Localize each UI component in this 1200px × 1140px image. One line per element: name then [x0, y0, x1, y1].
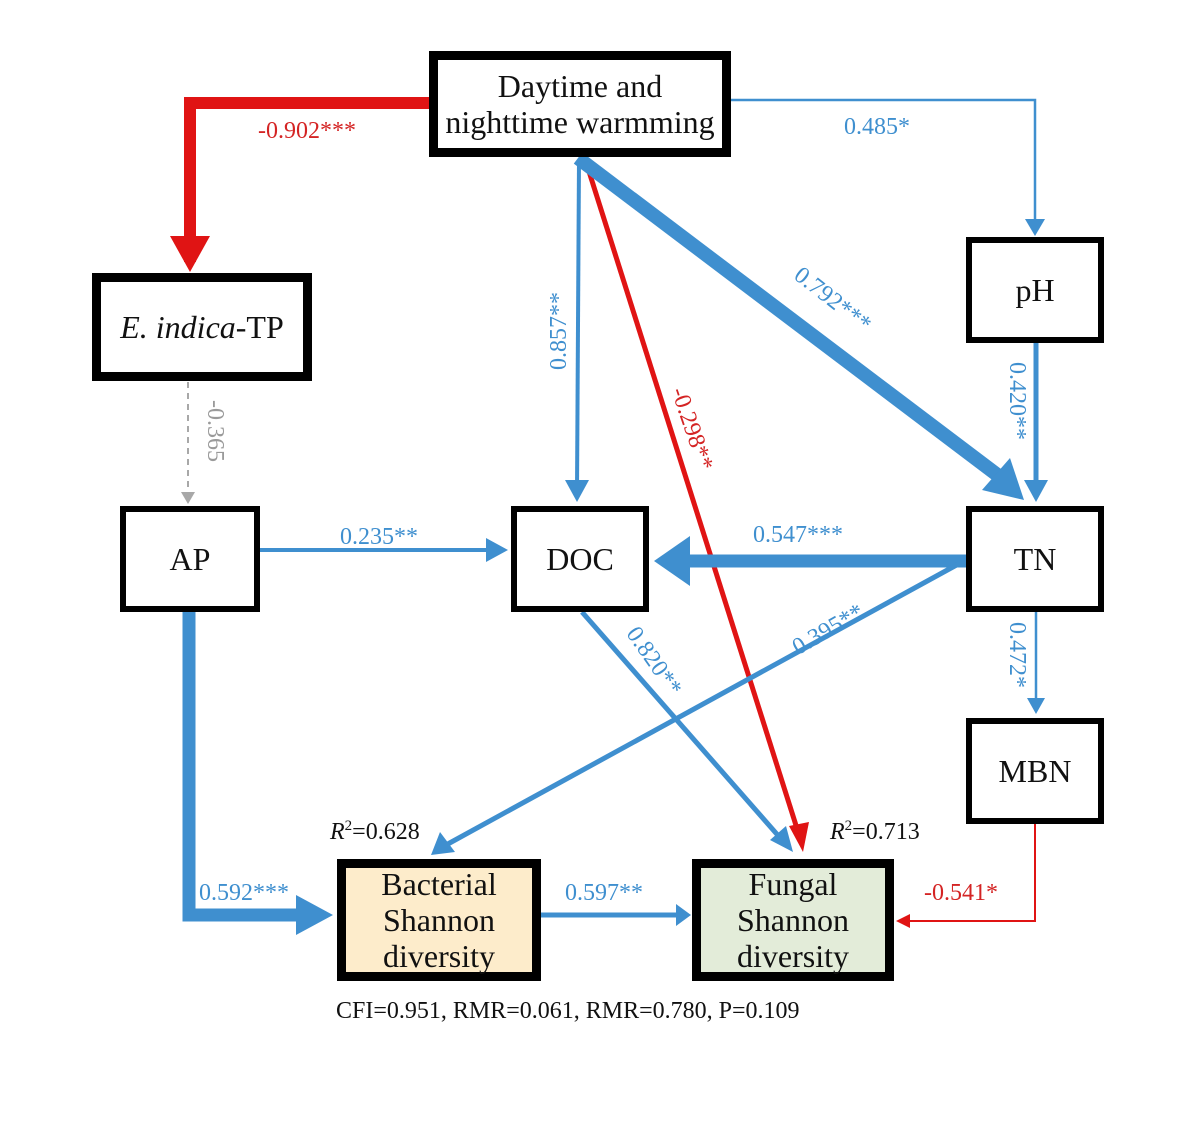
- arrowhead-ap-bacterial: [296, 895, 333, 935]
- node-warming-line-1: Daytime and: [497, 68, 663, 104]
- coef-tn-mbn: 0.472*: [1004, 622, 1030, 688]
- edge-mbn-fungal: [908, 824, 1036, 922]
- node-tn-label: TN: [1013, 541, 1057, 577]
- edge-warming-ph: [731, 98, 1037, 226]
- edge-ap-bacterial: [182, 612, 300, 922]
- node-fungal-line-1: Fungal: [748, 866, 838, 902]
- arrowhead-bacterial-fungal: [676, 904, 691, 926]
- node-doc: DOC: [511, 506, 649, 612]
- arrowhead-tn-mbn: [1027, 698, 1045, 714]
- node-ph-label: pH: [1015, 272, 1055, 308]
- r-symbol: R: [330, 819, 345, 845]
- arrowhead-tn-bacterial: [431, 832, 455, 855]
- coef-ap-bacterial: 0.592***: [199, 880, 289, 906]
- node-eindica-suffix: -TP: [235, 309, 284, 345]
- node-tn: TN: [966, 506, 1104, 612]
- r-value: =0.713: [852, 819, 920, 845]
- node-ph: pH: [966, 237, 1104, 343]
- arrowhead-tn-doc: [654, 536, 690, 586]
- r-symbol: R: [830, 819, 845, 845]
- r-sup: 2: [844, 818, 853, 834]
- arrowhead-ap-doc: [486, 538, 508, 562]
- arrowhead-mbn-fungal: [896, 914, 910, 928]
- r-value: =0.628: [352, 819, 420, 845]
- node-ap: AP: [120, 506, 260, 612]
- coef-bacterial-fungal: 0.597**: [565, 880, 643, 906]
- coef-warming-ph: 0.485*: [844, 114, 910, 140]
- model-fit-statistics: CFI=0.951, RMR=0.061, RMR=0.780, P=0.109: [336, 998, 800, 1024]
- node-bacterial-line-1: Bacterial: [381, 866, 497, 902]
- arrowhead-warming-fungal: [789, 822, 809, 852]
- node-eindica-tp: E. indica-TP: [92, 273, 312, 381]
- coef-eindica-ap: -0.365: [202, 400, 228, 462]
- node-eindica-italic: E. indica: [120, 309, 236, 345]
- coef-mbn-fungal: -0.541*: [924, 880, 998, 906]
- node-warming: Daytime and nighttime warmming: [429, 51, 731, 157]
- coef-ph-tn: 0.420**: [1004, 362, 1030, 440]
- edge-warming-doc: [575, 159, 581, 491]
- node-bacterial-shannon: Bacterial Shannon diversity: [337, 859, 541, 981]
- node-doc-label: DOC: [546, 541, 614, 577]
- node-mbn-label: MBN: [998, 753, 1072, 789]
- node-fungal-line-2: Shannon: [737, 902, 849, 938]
- node-bacterial-line-3: diversity: [383, 938, 495, 974]
- node-ap-label: AP: [169, 541, 211, 577]
- edge-warming-eindica: [184, 97, 432, 262]
- arrowhead-doc-fungal: [770, 826, 793, 852]
- node-fungal-shannon: Fungal Shannon diversity: [692, 859, 894, 981]
- coef-warming-doc: 0.857**: [546, 292, 572, 370]
- coef-tn-doc: 0.547***: [753, 522, 843, 548]
- arrowhead-warming-ph: [1025, 219, 1045, 236]
- node-mbn: MBN: [966, 718, 1104, 824]
- arrowhead-warming-tn: [982, 458, 1024, 500]
- r-sup: 2: [344, 818, 353, 834]
- edge-warming-fungal: [583, 161, 803, 839]
- node-fungal-line-3: diversity: [737, 938, 849, 974]
- node-warming-line-2: nighttime warmming: [445, 104, 715, 140]
- arrowhead-ph-tn: [1024, 480, 1048, 502]
- arrowhead-eindica-ap: [181, 492, 195, 504]
- arrowhead-warming-doc: [565, 480, 589, 502]
- coef-ap-doc: 0.235**: [340, 524, 418, 550]
- coef-warming-eindica: -0.902***: [258, 118, 356, 144]
- node-bacterial-line-2: Shannon: [383, 902, 495, 938]
- edge-doc-fungal: [580, 610, 784, 842]
- r-squared-fungal: R2=0.713: [830, 818, 920, 846]
- edge-tn-bacterial: [444, 559, 964, 848]
- edge-warming-tn: [573, 152, 1013, 489]
- r-squared-bacterial: R2=0.628: [330, 818, 420, 846]
- arrowhead-warming-eindica: [170, 236, 210, 272]
